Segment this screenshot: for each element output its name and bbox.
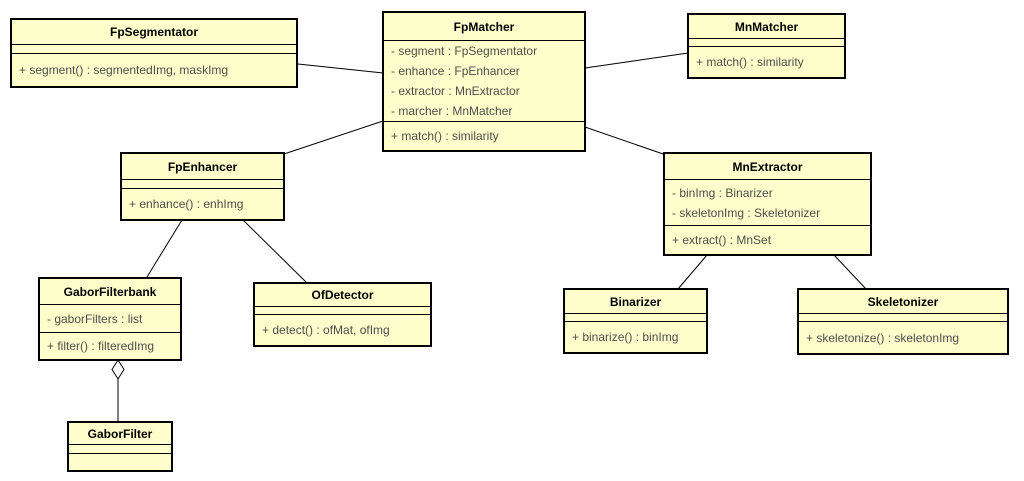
methods-compartment: + extract() : MnSet <box>665 225 870 254</box>
class-title: GaborFilterbank <box>63 284 157 299</box>
edge-mnextractor-binarizer <box>677 254 708 290</box>
class-binarizer: Binarizer + binarize() : binImg <box>563 288 708 354</box>
methods-compartment: + enhance() : enhImg <box>122 188 283 219</box>
methods-compartment: + match() : similarity <box>689 46 844 77</box>
class-fpenhancer: FpEnhancer + enhance() : enhImg <box>120 152 285 221</box>
edge-fpmatcher-fpsegmentator <box>297 63 384 74</box>
method: + filter() : filteredImg <box>47 339 155 353</box>
edge-fpmatcher-mnmatcher <box>584 52 689 69</box>
class-title: FpMatcher <box>453 19 515 34</box>
attributes-compartment <box>799 313 1007 321</box>
attribute: - enhance : FpEnhancer <box>391 64 520 78</box>
method: + detect() : ofMat, ofImg <box>262 323 390 337</box>
methods-compartment: + filter() : filteredImg <box>40 332 180 359</box>
attribute: - gaborFilters : list <box>47 311 143 326</box>
attributes-compartment <box>689 38 844 46</box>
method: + match() : similarity <box>391 129 499 143</box>
method: + binarize() : binImg <box>572 330 679 344</box>
class-title: OfDetector <box>311 288 374 302</box>
method: + enhance() : enhImg <box>129 197 244 211</box>
attribute: - marcher : MnMatcher <box>391 104 513 118</box>
attributes-compartment <box>565 313 706 321</box>
class-title: MnExtractor <box>732 159 803 174</box>
class-title: FpEnhancer <box>167 159 238 174</box>
class-mnextractor: MnExtractor - binImg : Binarizer - skele… <box>663 152 872 256</box>
class-mnmatcher: MnMatcher + match() : similarity <box>687 13 846 79</box>
class-title: GaborFilter <box>87 426 153 441</box>
method: + extract() : MnSet <box>672 233 772 247</box>
class-skeletonizer: Skeletonizer + skeletonize() : skeletonI… <box>797 288 1009 355</box>
class-fpsegmentator: FpSegmentator + segment() : segmentedImg… <box>10 18 298 88</box>
attributes-compartment: - binImg : Binarizer - skeletonImg : Ske… <box>665 179 870 225</box>
attributes-compartment <box>69 444 171 453</box>
method: + segment() : segmentedImg, maskImg <box>19 63 229 77</box>
edge-fpmatcher-fpenhancer <box>283 120 384 155</box>
edge-mnextractor-skeletonizer <box>833 254 867 290</box>
method: + skeletonize() : skeletonImg <box>806 330 960 345</box>
class-title: Binarizer <box>609 294 662 309</box>
attributes-compartment: - segment : FpSegmentator - enhance : Fp… <box>384 40 584 121</box>
attributes-compartment: - gaborFilters : list <box>40 304 180 332</box>
attribute: - extractor : MnExtractor <box>391 84 520 98</box>
methods-compartment <box>69 453 171 470</box>
attributes-compartment <box>255 306 430 314</box>
aggregation-diamond-icon <box>111 359 125 380</box>
edge-fpmatcher-mnextractor <box>584 126 667 156</box>
attribute: - segment : FpSegmentator <box>391 44 538 58</box>
edge-fpenhancer-gaborfilterbank <box>146 219 183 278</box>
methods-compartment: + segment() : segmentedImg, maskImg <box>12 53 296 86</box>
methods-compartment: + skeletonize() : skeletonImg <box>799 321 1007 353</box>
methods-compartment: + detect() : ofMat, ofImg <box>255 314 430 345</box>
class-ofdetector: OfDetector + detect() : ofMat, ofImg <box>253 282 432 347</box>
class-title: FpSegmentator <box>109 25 198 39</box>
class-title: MnMatcher <box>734 19 799 34</box>
class-title: Skeletonizer <box>867 294 939 309</box>
methods-compartment: + binarize() : binImg <box>565 321 706 352</box>
class-fpmatcher: FpMatcher - segment : FpSegmentator - en… <box>382 11 586 152</box>
method: + match() : similarity <box>696 55 804 69</box>
attribute: - skeletonImg : Skeletonizer <box>672 205 821 220</box>
class-gaborfilterbank: GaborFilterbank - gaborFilters : list + … <box>38 277 182 361</box>
attributes-compartment <box>122 179 283 188</box>
attribute: - binImg : Binarizer <box>672 185 773 200</box>
edge-fpenhancer-ofdetector <box>242 219 308 284</box>
methods-compartment: + match() : similarity <box>384 121 584 150</box>
class-gaborfilter: GaborFilter <box>67 421 173 472</box>
attributes-compartment <box>12 44 296 53</box>
